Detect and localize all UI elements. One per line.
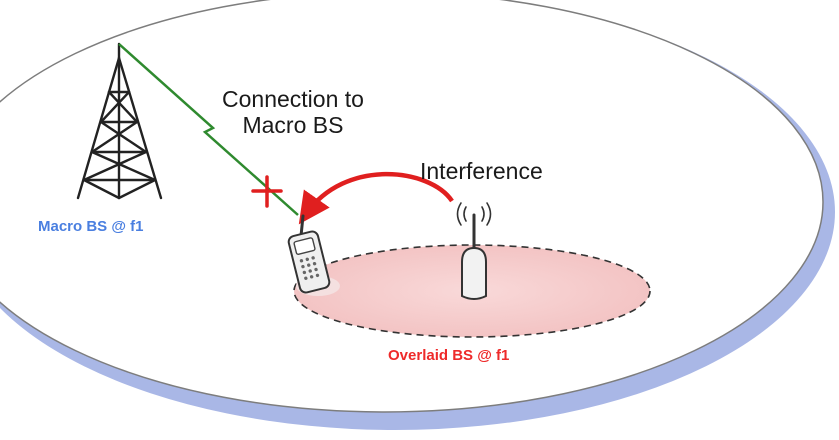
connection-label-line2: Macro BS bbox=[242, 112, 344, 139]
macro-tower-icon bbox=[76, 42, 163, 200]
interference-arrow bbox=[298, 171, 454, 225]
signal-waves-icon bbox=[456, 202, 492, 226]
mobile-phone-icon bbox=[287, 214, 340, 296]
femto-antenna-icon bbox=[461, 213, 487, 300]
cross-mark-icon bbox=[251, 175, 283, 208]
connection-link bbox=[118, 43, 299, 216]
overlaid-bs-label: Overlaid BS @ f1 bbox=[388, 347, 510, 364]
macro-bs-label: Macro BS @ f1 bbox=[38, 218, 144, 235]
interference-label: Interference bbox=[420, 158, 543, 184]
connection-label: Connection to Macro BS bbox=[222, 86, 364, 139]
macro-coverage-area bbox=[0, 0, 835, 430]
connection-label-line1: Connection to bbox=[222, 86, 364, 112]
